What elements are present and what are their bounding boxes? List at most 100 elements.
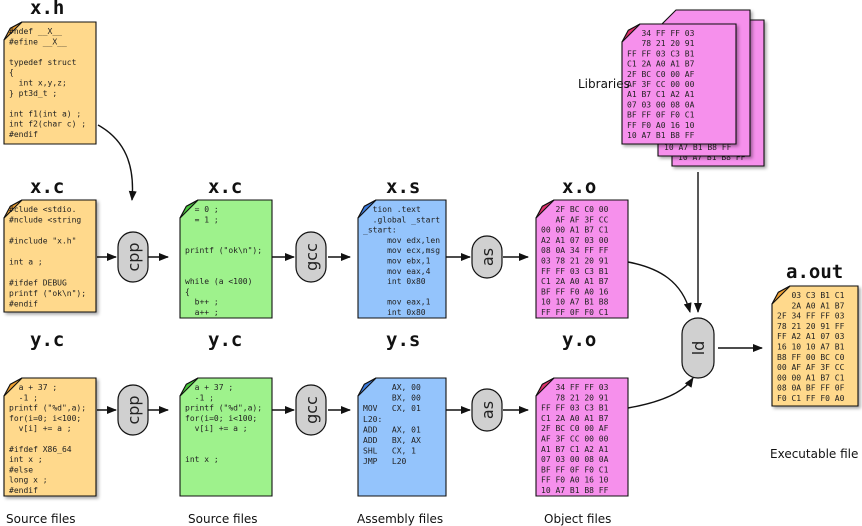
code-line: 00 AF AF 3F CC <box>777 363 845 372</box>
code-line: = 1 ; <box>185 215 219 224</box>
tool-cpp-y-label: cpp <box>124 395 143 424</box>
code-line: _start: <box>363 226 397 235</box>
code-line: AF 3F CC 00 00 <box>541 435 609 444</box>
code-line: int x ; <box>185 455 219 464</box>
doc-x-h: #ndef __X__#efine __X__typedef struct{ i… <box>3 21 97 145</box>
code-line: 00 00 A1 B7 C1 <box>777 373 845 382</box>
code-line: #endif <box>9 300 38 309</box>
code-line: for(i=0; i<100; <box>185 414 257 423</box>
code-line: A1 B7 C1 A2 A1 <box>541 445 609 454</box>
code-line: typedef struct <box>9 58 77 67</box>
code-line: MOV CX, 01 <box>363 404 421 413</box>
code-line: 16 10 10 A7 B1 <box>777 343 845 352</box>
arrow-xh-to-cpp <box>97 124 137 201</box>
code-line: BF FF 0F F0 C1 <box>627 111 695 120</box>
code-line: 78 21 20 91 FF <box>777 322 845 331</box>
code-line: int f2(char c) ; <box>9 120 86 129</box>
code-line: ADD BX, AX <box>363 436 421 445</box>
tool-ld: ld <box>681 317 715 379</box>
code-line: F0 C1 FF F0 A0 <box>777 394 845 403</box>
label-source-files-1: Source files <box>6 512 76 526</box>
title-a-out: a.out <box>786 261 843 283</box>
code-line: AF 3F CC 00 00 <box>627 80 695 89</box>
code-line: 03 C3 B1 C1 <box>777 291 845 300</box>
code-line: for(i=0; i<100; <box>9 414 81 423</box>
label-libraries: Libraries <box>578 77 630 91</box>
code-line: BX, 00 <box>363 394 421 403</box>
title-x-c-pp: x.c <box>208 176 242 198</box>
code-line: mov ebx,1 <box>363 257 431 266</box>
code-line: #endif <box>9 130 38 139</box>
code-line: } pt3d_t ; <box>9 89 57 98</box>
code-line: FF FF 03 C3 B1 <box>541 404 609 413</box>
code-line: int 0x80 <box>363 277 426 286</box>
code-line: { <box>9 68 14 77</box>
doc-a-out: 03 C3 B1 C1 2A A0 A1 B7 2F 34 FF FF 0378 … <box>771 285 859 407</box>
label-executable-file: Executable file <box>770 447 858 461</box>
code-line: int a ; <box>9 258 43 267</box>
tool-gcc-y-label: gcc <box>302 396 321 424</box>
code-line: FF FF 03 C3 B1 <box>541 267 609 276</box>
code-line: #endif <box>9 486 38 495</box>
code-line: 00 00 A1 B7 C1 <box>541 226 609 235</box>
code-line: 34 FF FF 03 <box>627 29 695 38</box>
code-line: 2A A0 A1 B7 <box>777 301 845 310</box>
code-line: b++ ; <box>185 298 219 307</box>
title-y-o: y.o <box>562 329 596 351</box>
code-line: 78 21 20 91 <box>627 39 695 48</box>
code-line: 07 03 00 08 0A <box>541 455 609 464</box>
code-line: printf ("%d",a); <box>9 404 86 413</box>
code-line: 2F 34 FF FF 03 <box>777 312 845 321</box>
code-line: A2 A1 07 03 00 <box>541 236 609 245</box>
doc-y-c-src: a + 37 ; -1 ;printf ("%d",a);for(i=0; i<… <box>3 377 97 497</box>
code-line: FF A2 A1 07 03 <box>777 332 845 341</box>
label-object-files: Object files <box>544 512 611 526</box>
code-line: long x ; <box>9 476 48 485</box>
code-line: FF F0 A0 16 10 <box>627 121 695 130</box>
code-line: BF FF F0 A0 16 <box>541 287 609 296</box>
code-line: int 0x80 <box>363 308 426 317</box>
code-line: 10 A7 B1 B8 FF <box>627 131 695 140</box>
code-line: mov eax,4 <box>363 267 431 276</box>
code-line: B8 FF 00 BC C0 <box>777 353 845 362</box>
code-line: 08 0A 34 FF FF <box>541 246 609 255</box>
code-line: C1 2A A0 A1 B7 <box>541 277 609 286</box>
tool-as-y-label: as <box>478 401 497 419</box>
tool-gcc-x: gcc <box>295 231 327 283</box>
code-line: L20: <box>363 415 382 424</box>
title-y-c-src: y.c <box>30 329 64 351</box>
code-line: { <box>185 287 190 296</box>
code-line: A1 B7 C1 A2 A1 <box>627 90 695 99</box>
connectors <box>97 124 763 414</box>
code-line: FF FF 03 C3 B1 <box>627 49 695 58</box>
code-line: ADD AX, 01 <box>363 425 421 434</box>
doc-x-s: tion .text .global _start_start: mov edx… <box>357 199 447 319</box>
code-line: #ndef __X__ <box>9 27 62 36</box>
title-x-c-src: x.c <box>30 176 64 198</box>
tool-as-y: as <box>471 388 503 432</box>
code-line: printf ("%d",a); <box>185 404 262 413</box>
code-line: 2F BC C0 00 AF <box>627 70 695 79</box>
code-line: = 0 ; <box>185 205 219 214</box>
code-line: 07 03 00 08 0A <box>627 100 695 109</box>
title-y-s: y.s <box>386 329 420 351</box>
code-line: a + 37 ; <box>9 383 57 392</box>
title-x-o: x.o <box>562 176 596 198</box>
code-line: #ifdef X86_64 <box>9 445 72 454</box>
code-line: while (a <100) <box>185 277 252 286</box>
code-line: #efine __X__ <box>9 37 67 46</box>
tool-cpp-x-label: cpp <box>124 242 143 271</box>
code-line: #include "x.h" <box>9 237 76 246</box>
code-line: -1 ; <box>185 393 214 402</box>
code-line: mov eax,1 <box>363 298 431 307</box>
label-assembly-files: Assembly files <box>357 512 443 526</box>
title-y-c-pp: y.c <box>208 329 242 351</box>
code-line: FF FF 0F F0 C1 <box>541 308 609 317</box>
code-line: int x ; <box>9 455 43 464</box>
code-line: 10 A7 B1 B8 FF <box>541 486 609 495</box>
code-line: BF FF 0F F0 C1 <box>541 465 609 474</box>
